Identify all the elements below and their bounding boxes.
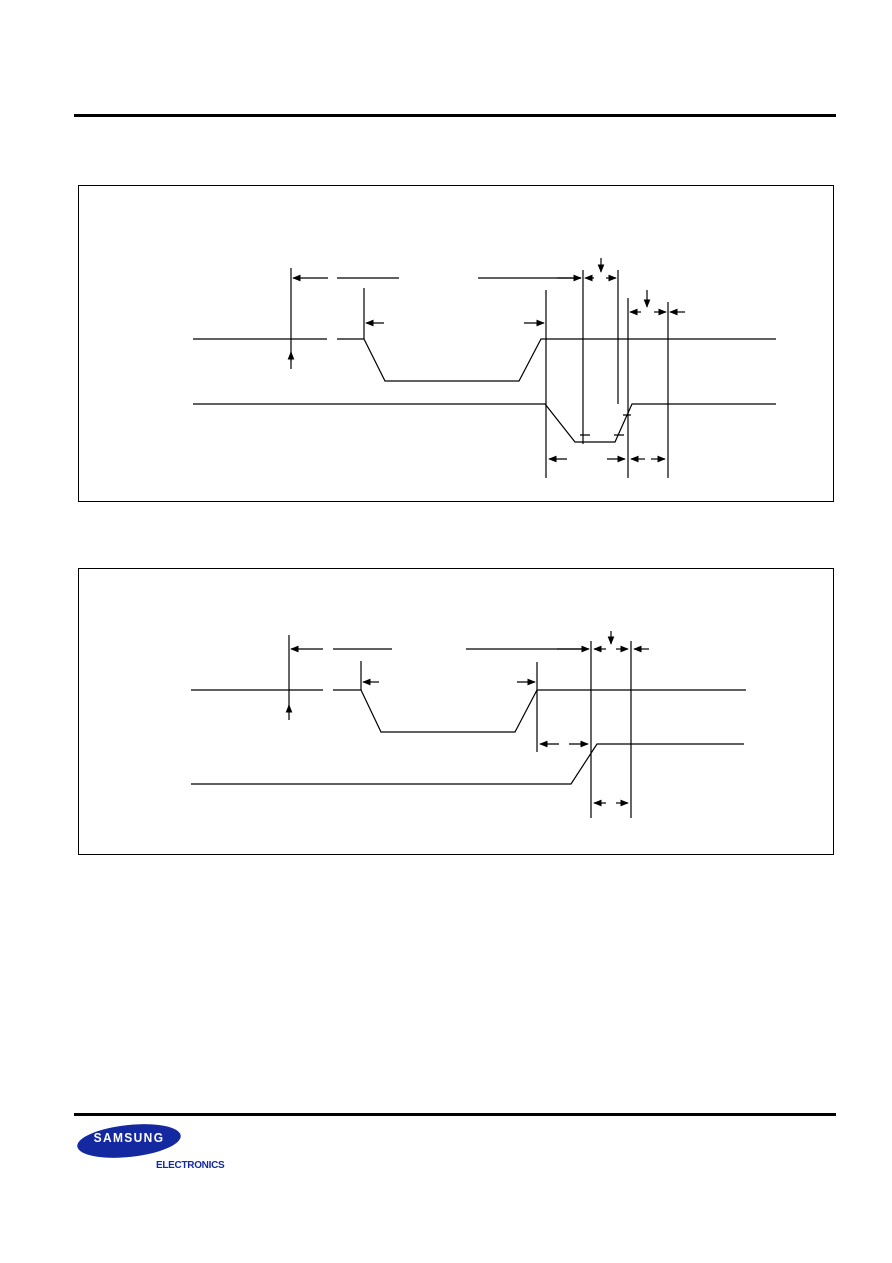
- tick-marks: [580, 414, 631, 436]
- logo-oval-icon: [77, 1124, 181, 1158]
- timing-diagram-2: [78, 568, 834, 855]
- samsung-logo: SAMSUNG ELECTRONICS: [76, 1122, 236, 1178]
- ref-lines: [288, 635, 632, 818]
- header-rule: [74, 114, 836, 117]
- signal-line-1: [191, 689, 746, 733]
- signal-line-2: [193, 403, 776, 443]
- ref-lines: [290, 268, 669, 478]
- logo-subtitle: ELECTRONICS: [156, 1160, 225, 1171]
- footer-rule: [74, 1113, 836, 1116]
- logo-brand-text: SAMSUNG: [93, 1130, 165, 1145]
- signal-line-1: [193, 338, 776, 382]
- timing-diagram-1: [78, 185, 834, 502]
- timing-diagram-2-svg: [191, 631, 746, 818]
- signal-line-2: [191, 743, 744, 785]
- timing-diagram-1-svg: [193, 258, 776, 478]
